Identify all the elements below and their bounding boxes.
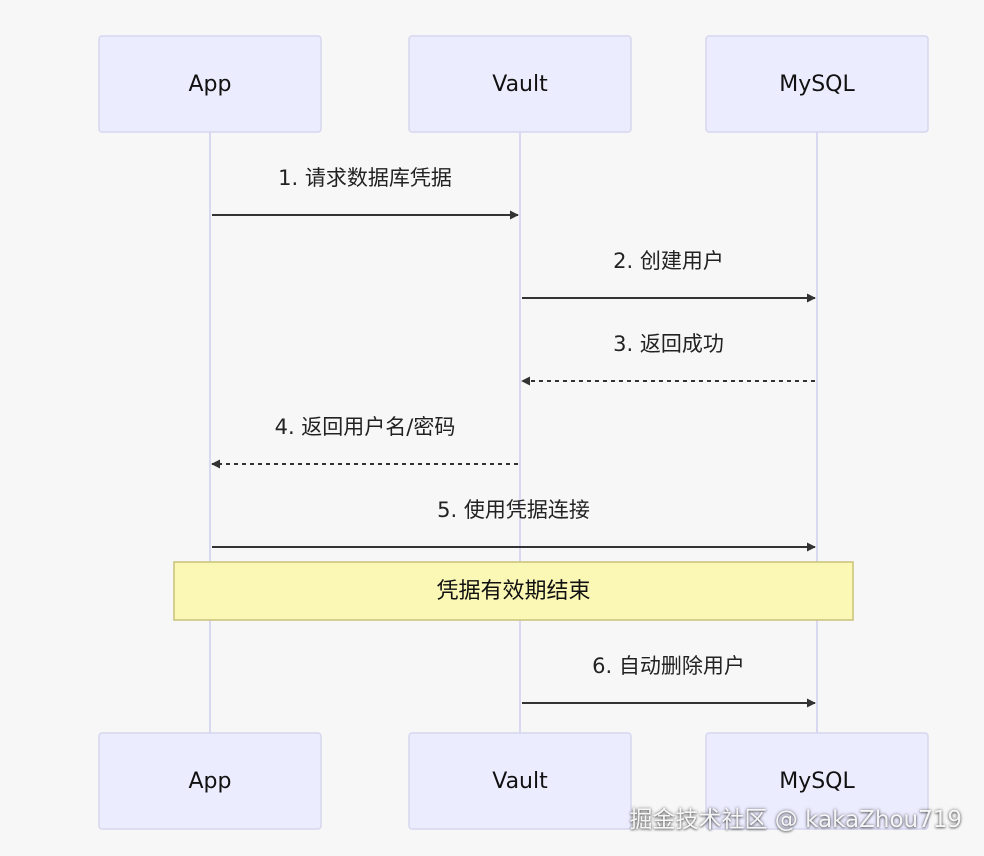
message-label: 2. 创建用户 bbox=[613, 249, 724, 273]
participant-label: App bbox=[189, 72, 232, 97]
participant-label: App bbox=[189, 769, 232, 794]
message-3: 3. 返回成功 bbox=[521, 332, 815, 386]
lifelines bbox=[209, 132, 818, 733]
note-box bbox=[173, 561, 854, 621]
message-1: 1. 请求数据库凭据 bbox=[212, 166, 519, 220]
participant-label: Vault bbox=[492, 72, 548, 97]
participant-vault-bottom: Vault bbox=[408, 732, 632, 830]
message-label: 4. 返回用户名/密码 bbox=[275, 415, 456, 439]
message-label: 1. 请求数据库凭据 bbox=[278, 166, 452, 190]
participant-label: MySQL bbox=[779, 769, 855, 794]
participant-box bbox=[408, 35, 632, 133]
participant-box bbox=[98, 732, 322, 830]
message-4: 4. 返回用户名/密码 bbox=[211, 415, 518, 469]
watermark: 掘金技术社区 @ kakaZhou719 bbox=[629, 807, 962, 833]
messages: 1. 请求数据库凭据 2. 创建用户 3. 返回成功 4. 返回用户名/密码 5. 使用… bbox=[211, 166, 816, 708]
participant-app-bottom: App bbox=[98, 732, 322, 830]
participant-app-top: App bbox=[98, 35, 322, 133]
note-label: 凭据有效期结束 bbox=[436, 579, 590, 604]
actors-top: App Vault MySQL bbox=[98, 35, 929, 133]
participant-mysql-top: MySQL bbox=[705, 35, 929, 133]
message-6: 6. 自动删除用户 bbox=[522, 654, 816, 708]
message-2: 2. 创建用户 bbox=[522, 249, 816, 303]
actors-bottom: App Vault MySQL bbox=[98, 732, 929, 830]
message-label: 3. 返回成功 bbox=[613, 332, 724, 356]
note: 凭据有效期结束 bbox=[173, 561, 854, 621]
participant-box bbox=[705, 732, 929, 830]
participant-box bbox=[408, 732, 632, 830]
participant-box bbox=[98, 35, 322, 133]
participant-label: Vault bbox=[492, 769, 548, 794]
participant-label: MySQL bbox=[779, 72, 855, 97]
participant-vault-top: Vault bbox=[408, 35, 632, 133]
notes: 凭据有效期结束 bbox=[173, 561, 854, 621]
participant-box bbox=[705, 35, 929, 133]
participant-mysql-bottom: MySQL bbox=[705, 732, 929, 830]
message-label: 5. 使用凭据连接 bbox=[437, 498, 590, 522]
message-label: 6. 自动删除用户 bbox=[592, 654, 745, 678]
message-5: 5. 使用凭据连接 bbox=[212, 498, 816, 552]
